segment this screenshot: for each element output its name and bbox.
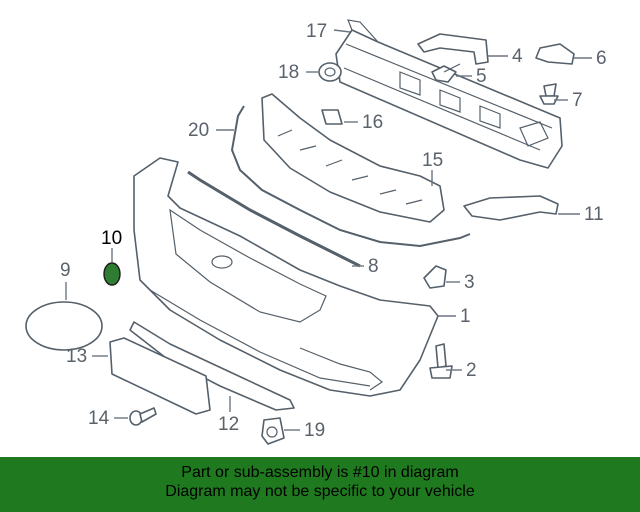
callout-20: 20 xyxy=(188,120,209,141)
part-15-absorber[interactable] xyxy=(261,93,445,223)
callout-19: 19 xyxy=(304,420,325,441)
info-banner: Part or sub-assembly is #10 in diagram D… xyxy=(0,457,640,512)
callout-5: 5 xyxy=(476,66,487,87)
part-19-sensor[interactable] xyxy=(261,417,285,445)
callout-2: 2 xyxy=(466,360,477,381)
part-14-screw[interactable] xyxy=(129,407,157,426)
part-5-bolt[interactable] xyxy=(431,63,461,83)
callout-3: 3 xyxy=(464,272,475,293)
callout-17: 17 xyxy=(306,21,327,42)
part-2-bolt[interactable] xyxy=(429,343,453,379)
part-13-license-bracket[interactable] xyxy=(109,337,211,415)
callout-9: 9 xyxy=(60,260,71,281)
callout-11: 11 xyxy=(584,204,604,225)
callout-1: 1 xyxy=(460,306,471,327)
callout-6: 6 xyxy=(596,48,607,69)
parts-diagram: 17 4 6 5 7 18 16 20 15 11 8 3 1 2 9 10 1… xyxy=(25,19,607,445)
banner-line-1: Part or sub-assembly is #10 in diagram xyxy=(181,464,459,481)
callout-12: 12 xyxy=(218,414,239,435)
part-20-wiring[interactable] xyxy=(230,105,471,248)
callout-8: 8 xyxy=(368,256,379,277)
part-18-nut[interactable] xyxy=(318,62,342,82)
part-8-molding[interactable] xyxy=(187,170,361,268)
leader-lines xyxy=(65,29,592,431)
part-4-bracket[interactable] xyxy=(417,33,489,65)
callout-10-highlighted: 10 xyxy=(101,228,122,249)
callout-7: 7 xyxy=(572,90,583,111)
part-7-pin[interactable] xyxy=(539,83,559,105)
part-11-trim[interactable] xyxy=(463,195,559,221)
part-9-ring[interactable] xyxy=(25,301,103,351)
callout-13: 13 xyxy=(66,346,87,367)
part-12-lip[interactable] xyxy=(129,321,295,411)
part-17-reinforcement-beam[interactable] xyxy=(335,19,563,169)
callout-4: 4 xyxy=(512,46,523,67)
callout-18: 18 xyxy=(278,62,299,83)
part-10-cap-highlighted[interactable] xyxy=(103,262,121,286)
callout-15: 15 xyxy=(422,150,443,171)
part-16-clip[interactable] xyxy=(321,109,343,125)
callout-14: 14 xyxy=(88,408,110,429)
part-6-bracket[interactable] xyxy=(535,43,575,65)
callout-16: 16 xyxy=(362,112,383,133)
banner-line-2: Diagram may not be specific to your vehi… xyxy=(165,483,475,500)
part-3-bracket[interactable] xyxy=(423,265,447,289)
